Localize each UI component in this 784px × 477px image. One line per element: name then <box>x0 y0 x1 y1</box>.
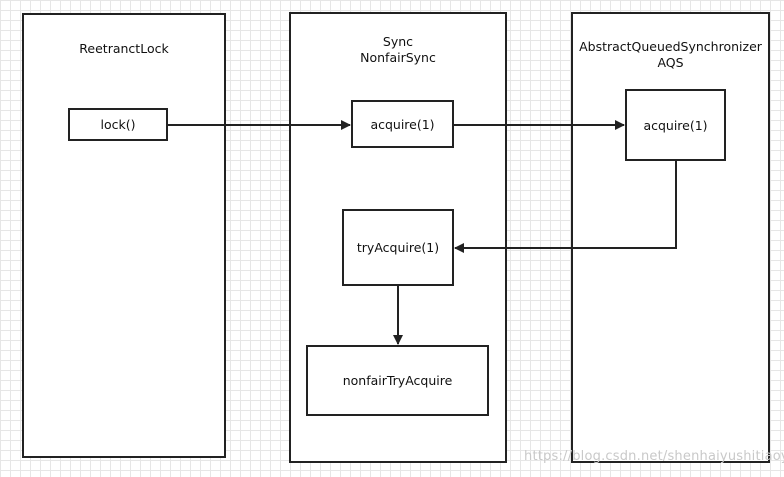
reentrantlock-lane-title: ReetranctLock <box>79 41 169 56</box>
aqs-lane: AbstractQueuedSynchronizer AQS <box>571 12 770 463</box>
nonfair-try-acquire-node: nonfairTryAcquire <box>306 345 489 416</box>
sync-lane-title: Sync <box>382 34 414 49</box>
aqs-lane-subtitle: AQS <box>657 55 684 70</box>
lock-node: lock() <box>68 108 168 141</box>
try-acquire-node: tryAcquire(1) <box>342 209 454 286</box>
sync-lane-subtitle: NonfairSync <box>360 50 436 65</box>
aqs-lane-title: AbstractQueuedSynchronizer <box>579 39 762 54</box>
arrow-aqs-acquire-to-try-acquire <box>454 161 677 253</box>
reentrantlock-lane: ReetranctLock <box>22 13 226 458</box>
watermark-url: https://blog.csdn.net/shenhaiyushitiaoyu <box>524 449 784 464</box>
sync-acquire-node: acquire(1) <box>351 100 454 148</box>
aqs-acquire-node: acquire(1) <box>625 89 726 161</box>
